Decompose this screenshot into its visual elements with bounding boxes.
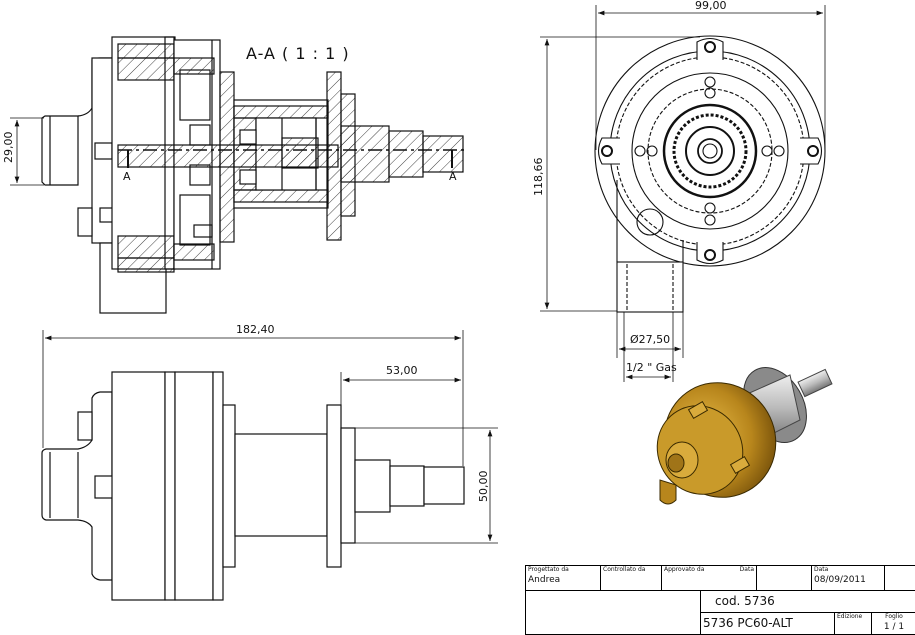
dim-flange-height: 50,00 — [477, 471, 490, 503]
part-code: cod. 5736 — [715, 594, 775, 608]
part-name: 5736 PC60-ALT — [703, 616, 793, 630]
dim-outlet-thread: 1/2 " Gas — [626, 361, 677, 374]
edition-label: Edizione — [837, 613, 863, 620]
section-view-a-a — [41, 36, 465, 314]
designed-by: Andrea — [528, 575, 561, 585]
designed-by-label: Progettato da — [528, 566, 569, 573]
checked-by-label: Controllato da — [603, 566, 646, 573]
title-block: Progettato da Andrea Controllato da Appro… — [525, 565, 915, 635]
front-view — [594, 35, 826, 313]
isometric-render — [656, 367, 833, 505]
dimension-side — [42, 330, 498, 544]
dim-shaft-length: 53,00 — [386, 364, 418, 377]
date-value: 08/09/2011 — [814, 575, 866, 585]
section-marker-left: A — [123, 170, 131, 183]
approved-by-label: Approvato da — [664, 566, 705, 573]
side-view — [41, 371, 465, 601]
sheet-value: 1 / 1 — [883, 622, 905, 632]
dim-overall-length: 182,40 — [236, 323, 275, 336]
dim-section-height: 29,00 — [2, 132, 15, 164]
dim-front-width: 99,00 — [695, 0, 727, 12]
date-label: Data — [814, 566, 829, 573]
dim-front-height: 118,66 — [532, 158, 545, 197]
sheet-label: Foglio — [885, 613, 903, 620]
dimension-front — [540, 5, 826, 382]
section-marker-right: A — [449, 170, 457, 183]
dimension-29 — [10, 117, 44, 186]
dim-outlet-diameter: Ø27,50 — [630, 333, 670, 346]
section-title: A-A ( 1 : 1 ) — [246, 44, 350, 63]
approved-date-label: Data — [739, 566, 754, 573]
